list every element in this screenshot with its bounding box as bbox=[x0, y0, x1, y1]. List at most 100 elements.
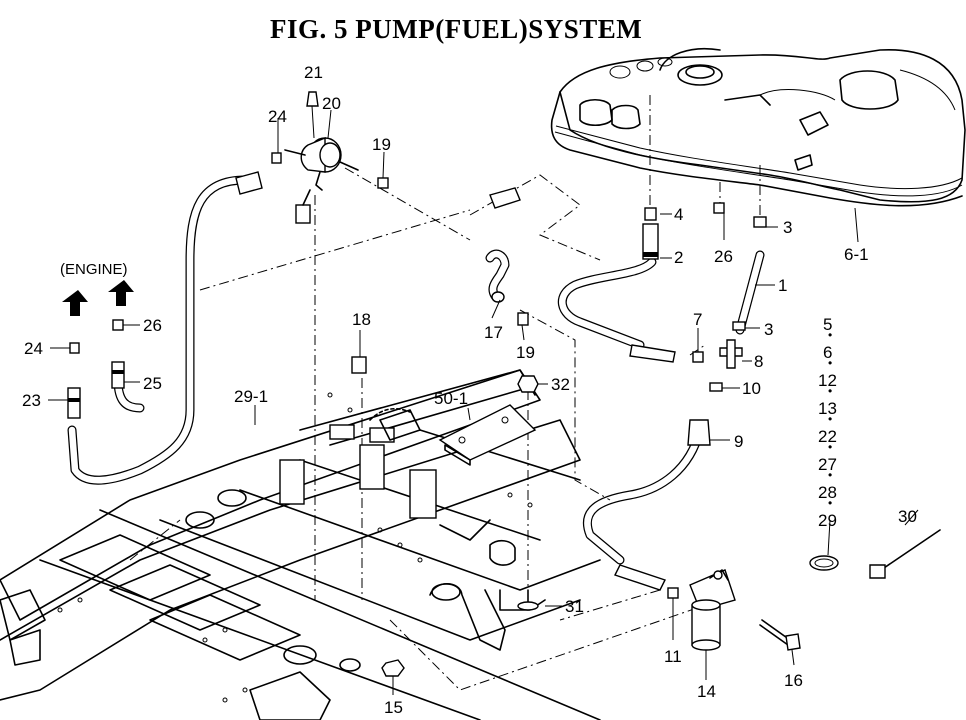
routing-line bbox=[389, 599, 721, 691]
kit-dot: • bbox=[828, 412, 832, 426]
label-part-23: 23 bbox=[22, 391, 41, 410]
fuel-hose-return bbox=[557, 257, 657, 350]
label-part-3b: 3 bbox=[764, 320, 773, 339]
label-part-10: 10 bbox=[742, 379, 761, 398]
hose-end-17 bbox=[491, 291, 505, 303]
kit-dot: • bbox=[828, 328, 832, 342]
label-part-32: 32 bbox=[551, 375, 570, 394]
pipe-joint bbox=[489, 187, 521, 209]
fuel-filter bbox=[614, 564, 736, 651]
engine-arrow-left bbox=[62, 290, 88, 316]
clip-19 bbox=[377, 177, 389, 189]
kit-dot: • bbox=[828, 384, 832, 398]
pipe-joint-21 bbox=[306, 91, 319, 139]
label-part-11: 11 bbox=[664, 647, 682, 666]
routing-line bbox=[344, 167, 471, 241]
frame-holes bbox=[57, 392, 533, 703]
kit-dot: • bbox=[828, 496, 832, 510]
clip-3b bbox=[732, 321, 746, 331]
kit-list: 5 • 6 • 12 • 13 • 22 • 27 • 28 • 29 bbox=[818, 315, 837, 530]
kit-item: 12 bbox=[818, 371, 837, 390]
fuel-pump bbox=[284, 136, 359, 224]
label-part-17: 17 bbox=[484, 323, 503, 342]
label-part-50-1: 50-1 bbox=[434, 389, 468, 408]
label-part-18: 18 bbox=[352, 310, 371, 329]
label-part-1: 1 bbox=[778, 276, 787, 295]
kit-item: 5 bbox=[823, 315, 832, 334]
clip-24 bbox=[271, 152, 282, 164]
label-part-2: 2 bbox=[674, 248, 683, 267]
label-part-4: 4 bbox=[674, 205, 683, 224]
label-part-20: 20 bbox=[322, 94, 341, 113]
label-part-31: 31 bbox=[565, 597, 584, 616]
clip-10 bbox=[709, 382, 723, 392]
bracket-50-1 bbox=[369, 404, 537, 466]
fuel-tank bbox=[550, 47, 966, 207]
t-joint-8 bbox=[719, 339, 743, 369]
hose-clamp-29 bbox=[809, 555, 839, 571]
figure-title: FIG. 5 PUMP(FUEL)SYSTEM bbox=[270, 14, 643, 44]
fuel-hose-filter bbox=[583, 425, 705, 565]
label-part-15: 15 bbox=[384, 698, 403, 717]
label-part-29-1: 29-1 bbox=[234, 387, 268, 406]
routing-line bbox=[519, 309, 611, 501]
kit-item: 22 bbox=[818, 427, 837, 446]
fuel-hose-engine bbox=[67, 175, 250, 485]
clip-18 bbox=[351, 356, 367, 374]
label-part-30: 30 bbox=[898, 507, 917, 526]
bolt-16 bbox=[759, 619, 801, 651]
kit-dot: • bbox=[828, 356, 832, 370]
clip-24b bbox=[69, 342, 80, 354]
label-part-8: 8 bbox=[754, 352, 763, 371]
kit-item: 28 bbox=[818, 483, 837, 502]
label-part-24b: 24 bbox=[24, 339, 43, 358]
kit-dot: • bbox=[828, 468, 832, 482]
lead-line bbox=[854, 207, 859, 243]
fuel-pipe-9 bbox=[687, 419, 711, 446]
kit-item: 29 bbox=[818, 511, 837, 530]
frame-assembly bbox=[0, 369, 601, 720]
part-labels: 21 20 24 19 4 3 26 2 6-1 1 3 7 8 10 9 11… bbox=[22, 63, 917, 717]
fuel-hose-tank bbox=[735, 250, 765, 335]
pipe-joint bbox=[235, 171, 263, 195]
engine-label: (ENGINE) bbox=[60, 261, 128, 278]
fitting-25 bbox=[111, 361, 125, 389]
routing-line bbox=[199, 209, 471, 291]
kit-item: 13 bbox=[818, 399, 837, 418]
routing-line bbox=[559, 589, 661, 621]
label-part-3: 3 bbox=[783, 218, 792, 237]
clip-19b bbox=[517, 312, 529, 326]
clip-26 bbox=[713, 202, 725, 214]
fuel-hose-pump bbox=[485, 249, 510, 301]
routing-line bbox=[469, 174, 601, 261]
tank-outlet-fitting bbox=[642, 207, 659, 260]
kit-item: 27 bbox=[818, 455, 837, 474]
clip-7 bbox=[692, 351, 704, 363]
label-part-26: 26 bbox=[714, 247, 733, 266]
label-part-7: 7 bbox=[693, 310, 702, 329]
nut-15 bbox=[381, 659, 405, 677]
label-part-26b: 26 bbox=[143, 316, 162, 335]
bolt-31 bbox=[517, 589, 539, 611]
clip-26b bbox=[112, 319, 124, 331]
clip-11 bbox=[667, 587, 679, 599]
leader-lines bbox=[48, 109, 919, 695]
label-part-19: 19 bbox=[372, 135, 391, 154]
nut-32 bbox=[517, 375, 539, 393]
kit-dot: • bbox=[828, 440, 832, 454]
label-part-24: 24 bbox=[268, 107, 287, 126]
label-part-14: 14 bbox=[697, 682, 716, 701]
kit-item: 6 bbox=[823, 343, 832, 362]
engine-arrow-right bbox=[108, 280, 134, 306]
label-part-9: 9 bbox=[734, 432, 743, 451]
label-part-25: 25 bbox=[143, 374, 162, 393]
label-part-19b: 19 bbox=[516, 343, 535, 362]
fitting-23 bbox=[67, 387, 81, 419]
fuel-pipe bbox=[629, 344, 676, 363]
label-part-6-1: 6-1 bbox=[844, 245, 869, 264]
clip-3 bbox=[753, 216, 767, 228]
label-part-21: 21 bbox=[304, 63, 323, 82]
label-part-16: 16 bbox=[784, 671, 803, 690]
